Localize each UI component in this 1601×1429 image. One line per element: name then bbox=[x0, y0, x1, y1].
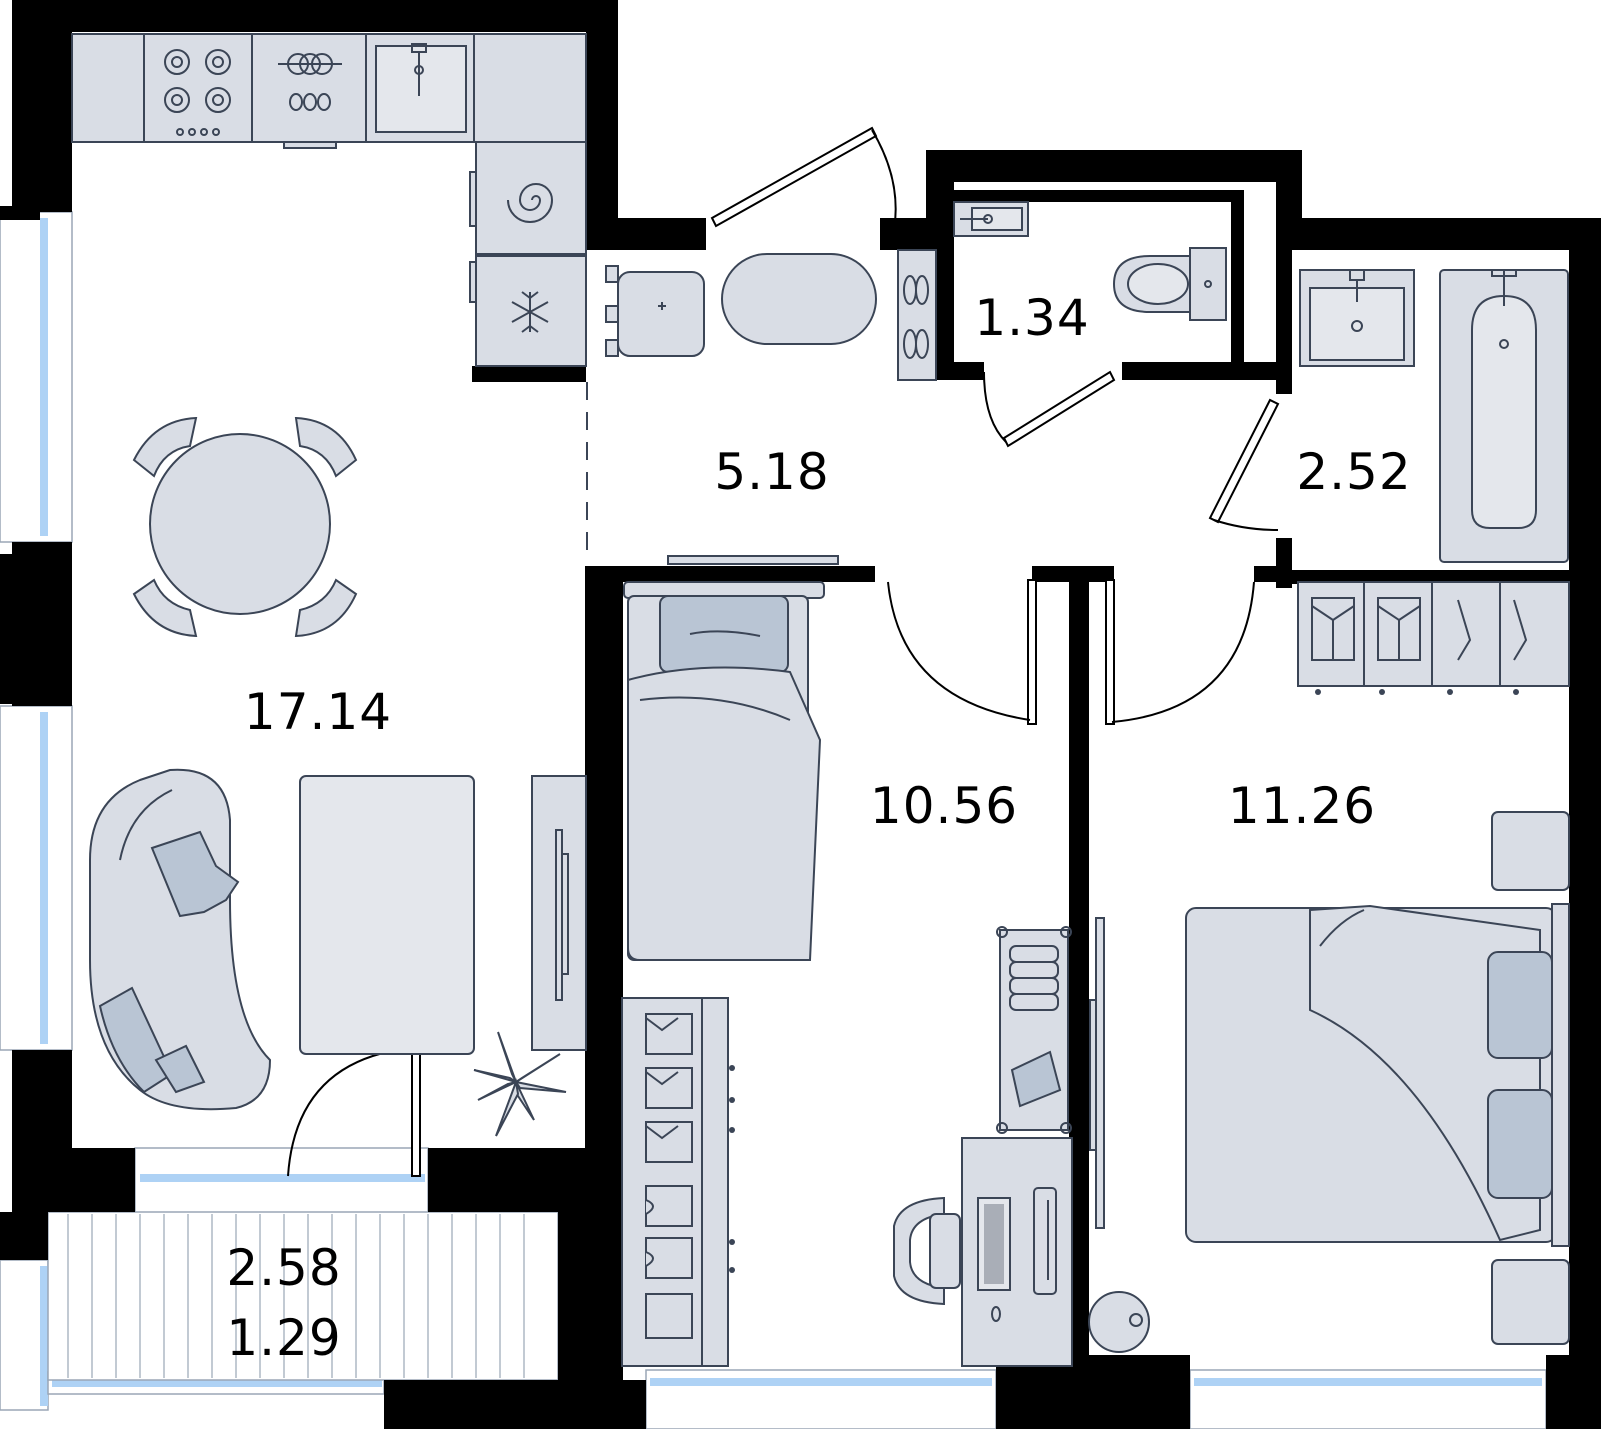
room-area-living-kitchen: 17.14 bbox=[243, 683, 393, 741]
tv-stand bbox=[531, 775, 587, 1051]
toilet-sink-icon bbox=[953, 201, 1029, 237]
bathroom-door bbox=[1208, 398, 1280, 531]
hallway-bench bbox=[667, 555, 839, 565]
room-area-hallway: 5.18 bbox=[714, 443, 830, 501]
window-left-lower bbox=[0, 705, 73, 1051]
wardrobe-master bbox=[1297, 581, 1570, 695]
bedroom-small-door bbox=[887, 579, 1037, 725]
window-bedroom-small bbox=[645, 1369, 997, 1429]
shelf-unit bbox=[996, 926, 1072, 1134]
dining-chair bbox=[132, 416, 358, 638]
room-area-bathroom: 2.52 bbox=[1296, 443, 1412, 501]
sink-icon bbox=[375, 43, 467, 133]
single-bed bbox=[623, 581, 825, 961]
washing-machine-icon bbox=[469, 171, 554, 227]
hallway-pouf bbox=[605, 265, 705, 357]
oven-icon bbox=[278, 53, 342, 149]
shoe-rack bbox=[897, 249, 937, 381]
window-left-upper bbox=[0, 211, 73, 543]
bathroom-sink-icon bbox=[1299, 269, 1415, 367]
robot-vacuum-icon bbox=[1088, 1291, 1150, 1353]
entrance-door bbox=[710, 126, 897, 231]
bedroom-master-door bbox=[1105, 579, 1255, 725]
mirror-panel bbox=[1089, 917, 1105, 1229]
dining-table bbox=[149, 433, 331, 615]
desk-chair bbox=[893, 1196, 961, 1306]
room-area-toilet: 1.34 bbox=[974, 289, 1090, 347]
room-area-bedroom-small: 10.56 bbox=[869, 777, 1019, 835]
stove-icon bbox=[164, 49, 231, 136]
sofa bbox=[89, 768, 272, 1111]
fridge-icon bbox=[469, 261, 549, 333]
hallway-rug bbox=[721, 253, 877, 345]
wardrobe-small bbox=[621, 997, 735, 1367]
window-balcony-left bbox=[0, 1259, 49, 1411]
window-bedroom-master bbox=[1189, 1369, 1547, 1429]
kitchen-counter bbox=[71, 33, 587, 367]
balcony-door-frame bbox=[134, 1147, 429, 1215]
room-area-balcony: 2.58 bbox=[226, 1239, 342, 1297]
room-area-balcony-reduced: 1.29 bbox=[226, 1309, 342, 1367]
nightstand bbox=[1491, 811, 1570, 1345]
room-area-bedroom-master: 11.26 bbox=[1227, 777, 1377, 835]
plant-icon bbox=[473, 1031, 567, 1137]
toilet-door bbox=[983, 370, 1116, 448]
desk bbox=[961, 1137, 1073, 1367]
double-bed bbox=[1185, 903, 1570, 1247]
balcony-floor bbox=[47, 1211, 559, 1381]
toilet-bowl-icon bbox=[1112, 247, 1227, 321]
coffee-table bbox=[299, 775, 475, 1055]
bathtub-icon bbox=[1439, 269, 1569, 563]
